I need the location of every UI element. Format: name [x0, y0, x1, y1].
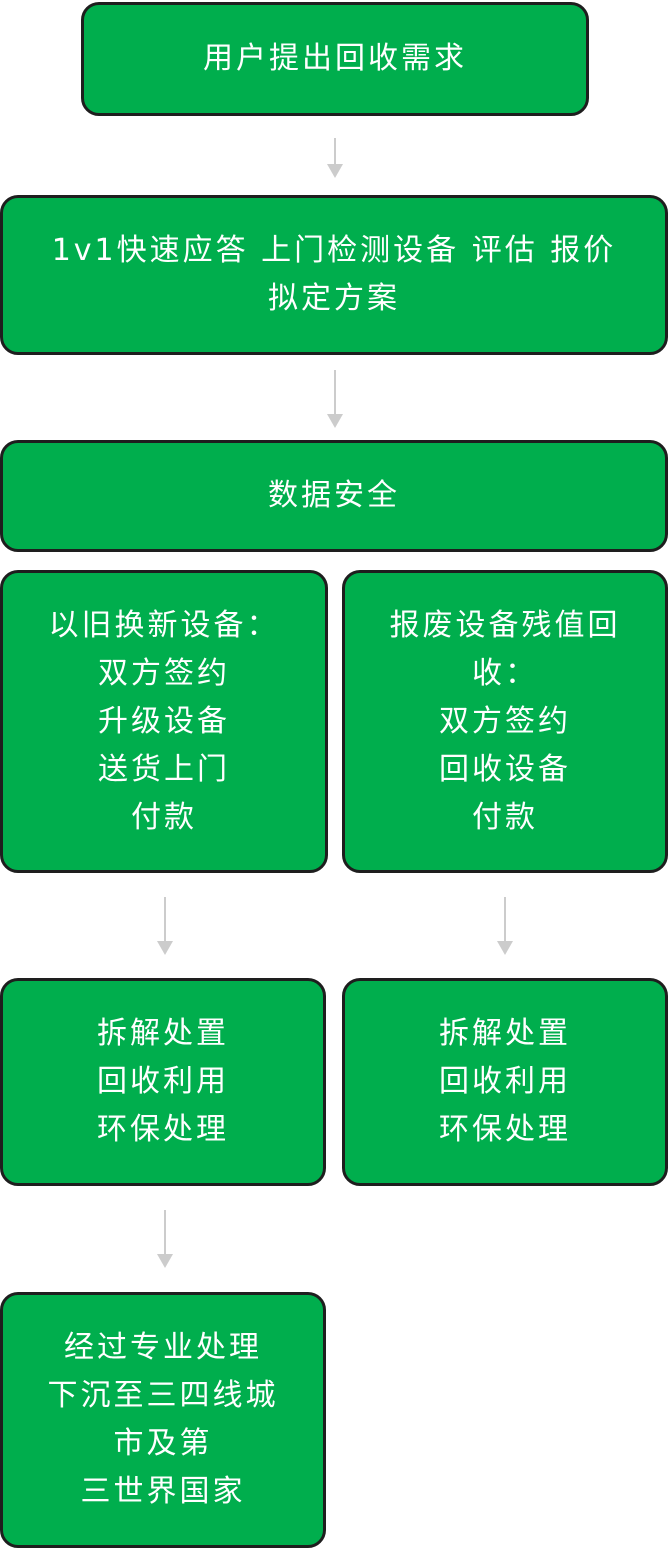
node-text: 拆解处置: [97, 1016, 229, 1051]
final-downstream: 经过专业处理 下沉至三四线城 市及第 三世界国家: [0, 1292, 326, 1548]
arrow-down-right-1: [495, 897, 515, 957]
node-text: 报废设备残值回: [389, 607, 621, 643]
node-text: 升级设备: [98, 703, 230, 739]
node-text: 拟定方案: [268, 281, 400, 316]
step-quick-response: 1v1快速应答 上门检测设备 评估 报价 拟定方案: [0, 195, 668, 355]
node-text: 收：: [472, 655, 538, 691]
node-text: 付款: [131, 799, 197, 835]
node-text: 拆解处置: [439, 1016, 571, 1051]
dispose-right: 拆解处置 回收利用 环保处理: [342, 978, 668, 1186]
node-text: 环保处理: [97, 1112, 229, 1147]
step-user-request: 用户提出回收需求: [81, 2, 589, 116]
node-text: 下沉至三四线城: [47, 1378, 279, 1413]
node-text: 回收利用: [97, 1064, 229, 1099]
dispose-left: 拆解处置 回收利用 环保处理: [0, 978, 326, 1186]
node-text: 双方签约: [439, 703, 571, 739]
node-text: 1v1快速应答 上门检测设备 评估 报价: [51, 233, 617, 268]
node-text: 环保处理: [439, 1112, 571, 1147]
node-text: 双方签约: [98, 655, 230, 691]
node-text: 市及第: [113, 1426, 213, 1461]
branch-scrap: 报废设备残值回 收： 双方签约 回收设备 付款: [342, 570, 668, 873]
node-text: 数据安全: [268, 478, 400, 513]
node-text: 回收利用: [439, 1064, 571, 1099]
arrow-down-left-2: [155, 1210, 175, 1270]
arrow-down-1: [325, 138, 345, 180]
node-text: 用户提出回收需求: [203, 41, 467, 76]
node-text: 付款: [472, 799, 538, 835]
node-text: 三世界国家: [80, 1474, 246, 1509]
step-data-security: 数据安全: [0, 440, 668, 552]
arrow-down-left-1: [155, 897, 175, 957]
node-text: 以旧换新设备：: [48, 607, 280, 643]
arrow-down-2: [325, 370, 345, 430]
branch-trade-in: 以旧换新设备： 双方签约 升级设备 送货上门 付款: [0, 570, 328, 873]
node-text: 经过专业处理: [64, 1330, 262, 1365]
node-text: 送货上门: [98, 751, 230, 787]
node-text: 回收设备: [439, 751, 571, 787]
